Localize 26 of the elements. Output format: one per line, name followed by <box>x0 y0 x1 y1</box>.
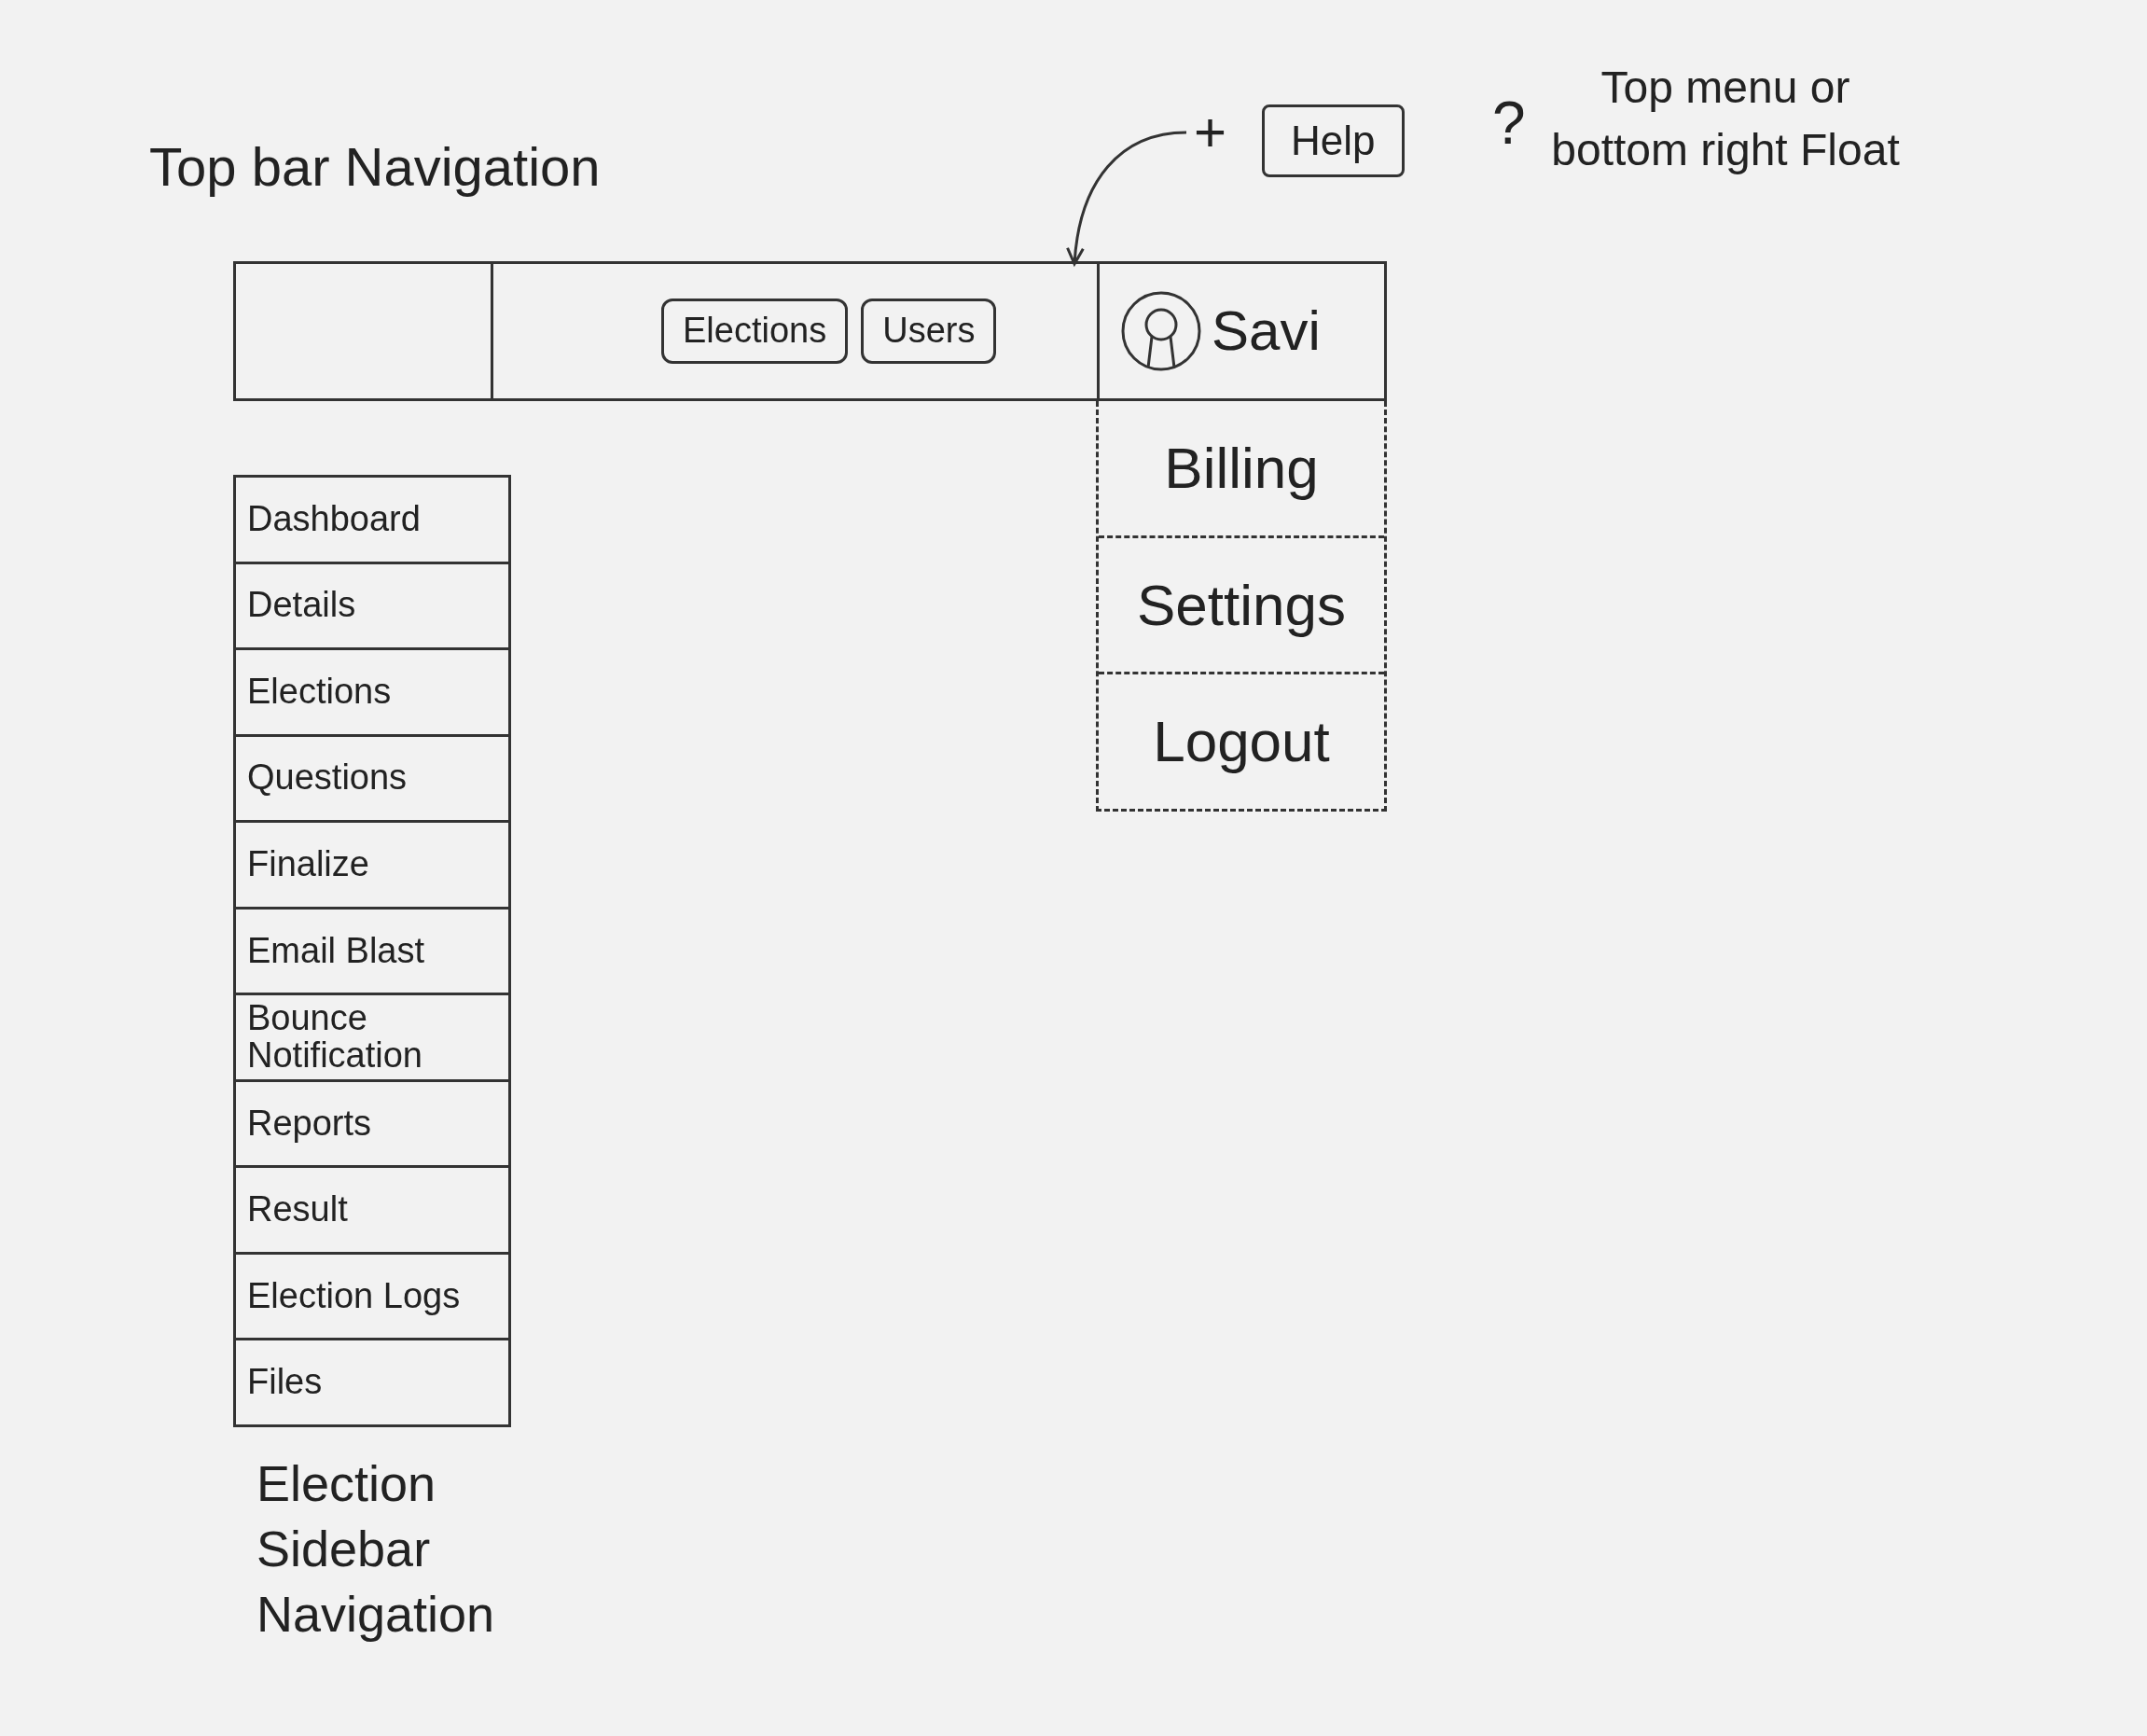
nav-button: Users <box>861 299 997 364</box>
menu-item: Billing <box>1099 401 1384 538</box>
sidebar-item: Details <box>236 563 508 651</box>
top-bar <box>233 261 1387 401</box>
sidebar-item: Files <box>236 1340 508 1424</box>
note-text: Top menu or bottom right Float <box>1550 62 1901 177</box>
plus-sign: + <box>1194 104 1227 160</box>
sidebar-item: Bounce Notification <box>236 995 508 1082</box>
menu-item: Logout <box>1099 674 1384 809</box>
sidebar-item: Questions <box>236 736 508 824</box>
user-name: Savi <box>1212 303 1321 359</box>
caption-text: Election Sidebar Navigation <box>256 1454 496 1645</box>
question-mark: ? <box>1492 93 1526 153</box>
dropdown-menu <box>1096 401 1387 812</box>
sidebar-item: Finalize <box>236 823 508 910</box>
sidebar <box>233 475 511 1427</box>
help-button: Help <box>1262 104 1405 177</box>
menu-item: Settings <box>1099 537 1384 675</box>
sidebar-item: Reports <box>236 1081 508 1169</box>
sidebar-item: Elections <box>236 650 508 737</box>
sidebar-item: Result <box>236 1168 508 1255</box>
sidebar-item: Dashboard <box>236 478 508 564</box>
sidebar-item: Email Blast <box>236 909 508 996</box>
arrow <box>1066 131 1187 266</box>
nav-button: Elections <box>661 299 849 364</box>
sidebar-item: Election Logs <box>236 1254 508 1341</box>
